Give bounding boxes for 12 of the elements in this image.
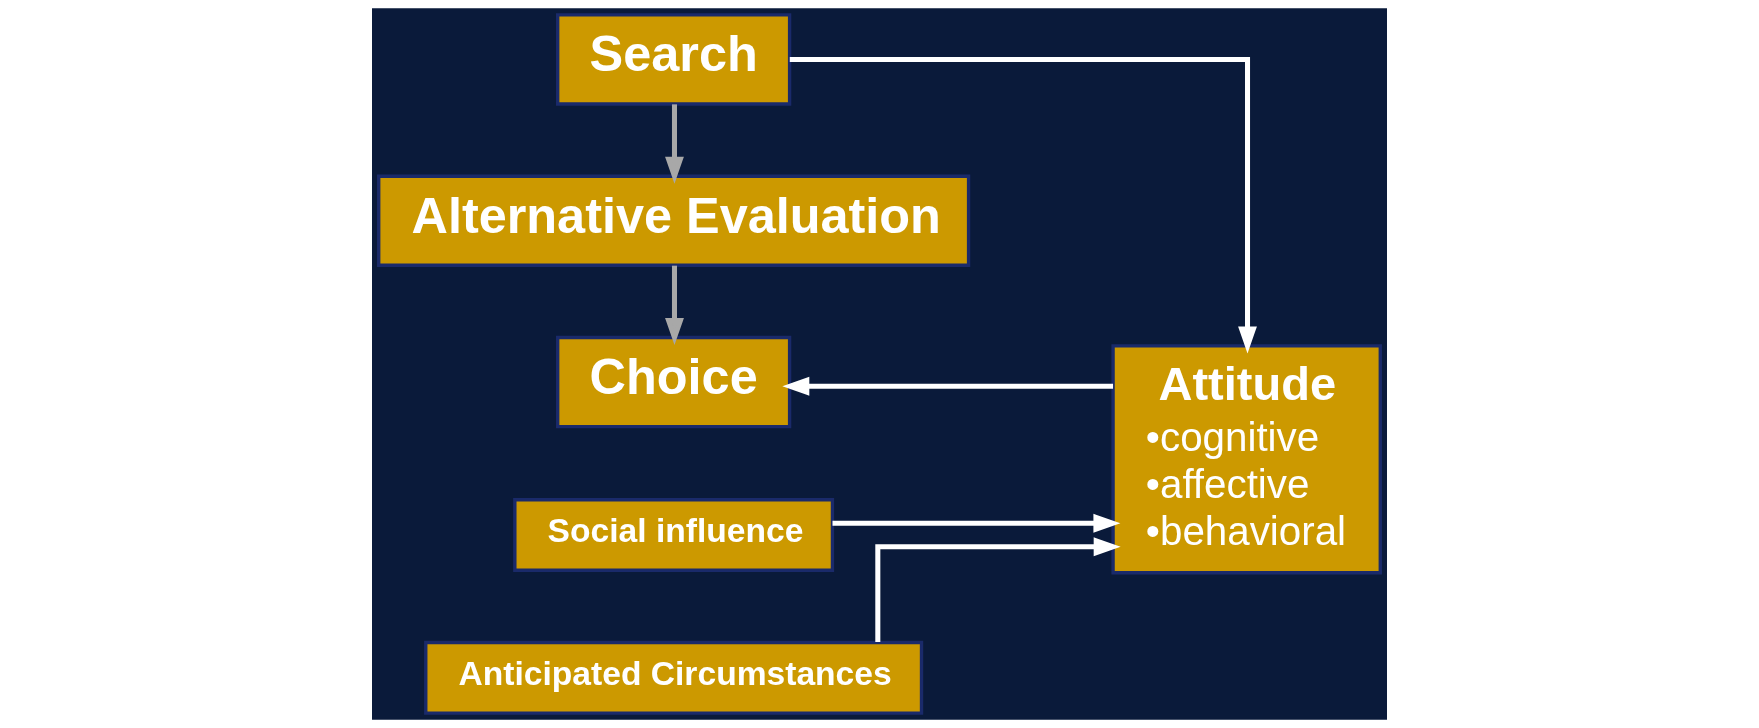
node-box: Choice — [556, 335, 792, 429]
node-box: Search — [556, 13, 792, 106]
arrow — [875, 537, 1121, 642]
arrow — [665, 104, 684, 184]
node-box: Attitude •cognitive •affective •behavioral — [1111, 344, 1382, 575]
node-box: Social influence — [513, 498, 835, 572]
arrow — [789, 56, 1257, 354]
arrow — [832, 513, 1121, 533]
node-box: Anticipated Circumstances — [424, 640, 924, 715]
node-box: Alternative Evaluation — [377, 174, 971, 267]
arrow — [782, 376, 1114, 396]
arrow — [665, 265, 684, 345]
